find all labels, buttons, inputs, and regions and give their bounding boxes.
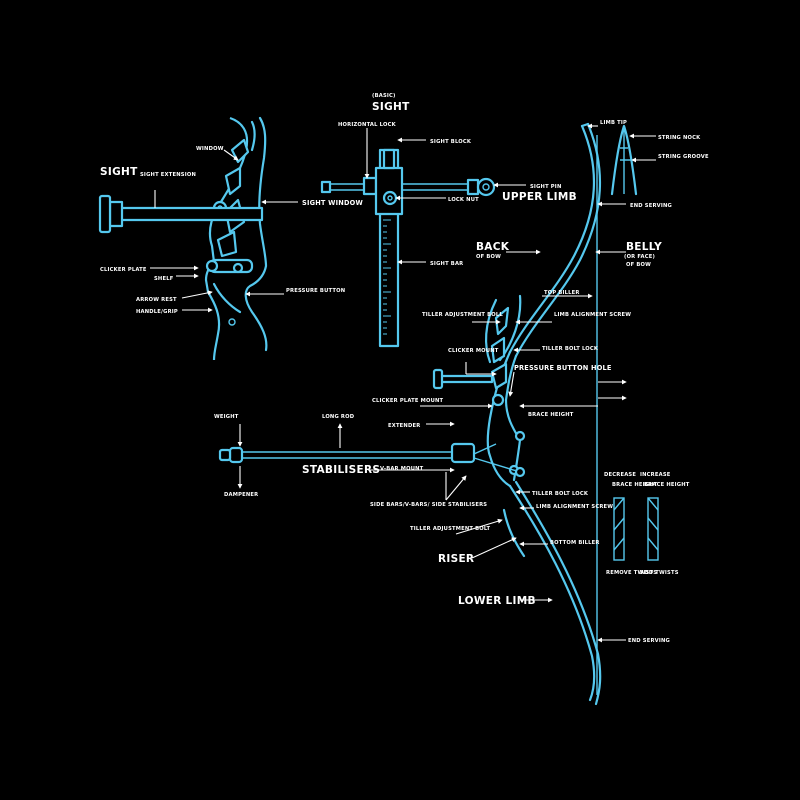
label-string-groove: STRING GROOVE	[658, 154, 709, 160]
label-of-bow-back: OF BOW	[476, 254, 501, 260]
label-clicker-plate: CLICKER PLATE	[100, 267, 147, 273]
riser-detail-drawing	[98, 116, 268, 361]
label-sight-title: SIGHT	[372, 101, 410, 113]
label-basic: (BASIC)	[372, 93, 396, 99]
label-lower-limb: LOWER LIMB	[458, 595, 536, 607]
limb-tip-detail	[610, 124, 638, 196]
label-shelf: SHELF	[154, 276, 174, 282]
label-add-twists: ADD TWISTS	[640, 570, 679, 576]
label-bottom-biller: BOTTOM BILLER	[550, 540, 600, 546]
label-top-biller: TOP BILLER	[544, 290, 580, 296]
label-increase: INCREASE	[640, 472, 671, 478]
label-horizontal-lock: HORIZONTAL LOCK	[338, 122, 397, 128]
pointer-lines	[150, 123, 656, 643]
label-lock-nut: LOCK NUT	[448, 197, 479, 203]
label-clicker-mount: CLICKER MOUNT	[448, 348, 499, 354]
label-stabilisers: STABILISERS	[302, 464, 380, 476]
twist-indicators	[613, 497, 659, 561]
label-limb-tip: LIMB TIP	[600, 120, 627, 126]
basic-sight-drawing	[320, 148, 496, 348]
label-pressure-button-hole: PRESSURE BUTTON HOLE	[514, 364, 612, 372]
label-handle-grip: HANDLE/GRIP	[136, 309, 178, 315]
label-or-face: (OR FACE)	[624, 254, 655, 260]
label-v-bar-mount: V-BAR MOUNT	[380, 466, 424, 472]
label-sight-pin: SIGHT PIN	[530, 184, 561, 190]
label-sight-window: SIGHT WINDOW	[302, 199, 363, 207]
label-brace-height-decrease: BRACE HEIGHT	[612, 482, 658, 488]
label-sight-header: SIGHT	[100, 166, 138, 178]
label-weight: WEIGHT	[214, 414, 239, 420]
label-tiller-adjustment-bolt-top: TILLER ADJUSTMENT BOLL	[422, 312, 503, 318]
label-pressure-button: PRESSURE BUTTON	[286, 288, 345, 294]
main-bow-drawing	[432, 122, 602, 706]
label-back: BACK	[476, 241, 510, 253]
label-of-bow-belly: OF BOW	[626, 262, 651, 268]
label-dampener: DAMPENER	[224, 492, 258, 498]
label-tiller-bolt-lock-bottom: TILLER BOLT LOCK	[532, 491, 589, 497]
label-clicker-plate-mount: CLICKER PLATE MOUNT	[372, 398, 444, 404]
label-extender: EXTENDER	[388, 423, 420, 429]
label-decrease: DECREASE	[604, 472, 636, 478]
label-side-bars: SIDE BARS/V-BARS/ SIDE STABILISERS	[370, 502, 487, 508]
label-brace-height-increase: BRACE HEIGHT	[644, 482, 690, 488]
labels: SIGHT SIGHT EXTENSION WINDOW SIGHT WINDO…	[100, 93, 709, 644]
label-sight-block: SIGHT BLOCK	[430, 139, 472, 145]
label-limb-alignment-screw-top: LIMB ALIGNMENT SCREW	[554, 312, 631, 318]
label-upper-limb: UPPER LIMB	[502, 191, 577, 203]
label-arrow-rest: ARROW REST	[136, 297, 177, 303]
label-sight-bar: SIGHT BAR	[430, 261, 463, 267]
label-limb-alignment-screw-bottom: LIMB ALIGNMENT SCREW	[536, 504, 613, 510]
label-brace-height: BRACE HEIGHT	[528, 412, 574, 418]
label-end-serving-top: END SERVING	[630, 203, 672, 209]
label-sight-extension: SIGHT EXTENSION	[140, 172, 196, 178]
label-tiller-adjustment-bolt-bottom: TILLER ADJUSTMENT BOLT	[410, 526, 491, 532]
label-long-rod: LONG ROD	[322, 414, 355, 420]
label-tiller-bolt-lock-top: TILLER BOLT LOCK	[542, 346, 599, 352]
label-belly: BELLY	[626, 241, 662, 253]
label-riser: RISER	[438, 553, 474, 565]
label-end-serving-bottom: END SERVING	[628, 638, 670, 644]
label-remove-twists: REMOVE TWISTS	[606, 570, 657, 576]
label-string-nock: STRING NOCK	[658, 135, 701, 141]
label-window: WINDOW	[196, 146, 224, 152]
stabiliser-drawing	[218, 442, 526, 478]
